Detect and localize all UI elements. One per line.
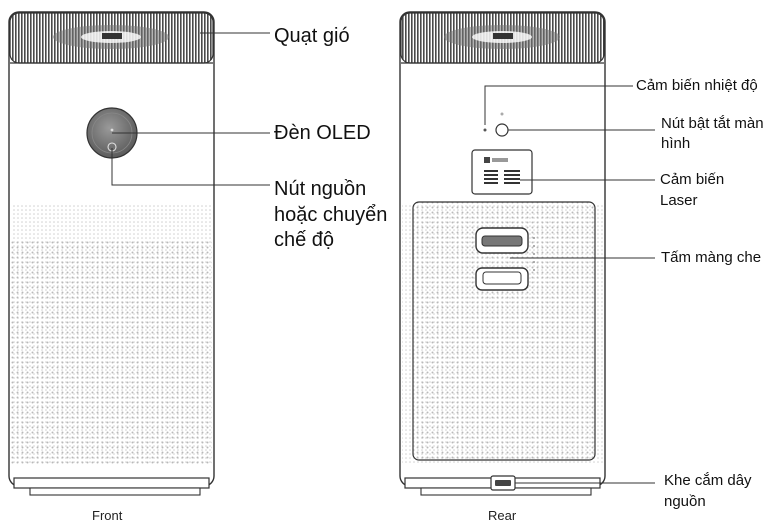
caption-rear: Rear	[488, 508, 517, 523]
label-oled: Đèn OLED	[274, 122, 371, 144]
rear-leader-lines	[484, 85, 655, 484]
front-unit	[8, 11, 270, 496]
temperature-sensor	[483, 128, 487, 132]
rear-fan-grille	[400, 12, 605, 64]
label-power-mode: Nút nguồn hoặc chuyển chế độ	[274, 178, 388, 252]
power-socket	[490, 475, 516, 491]
label-screen-toggle: Nút bật tắt màn hình	[661, 115, 764, 153]
label-fan: Quạt gió	[274, 25, 350, 47]
rear-unit	[399, 11, 655, 496]
filter-cover	[412, 201, 596, 461]
laser-sensor	[471, 149, 533, 195]
label-cover: Tấm màng che	[661, 249, 762, 266]
label-temperature-sensor: Cảm biến nhiệt độ	[636, 77, 758, 94]
label-laser-sensor: Cảm biến Laser	[660, 171, 725, 209]
caption-front: Front	[92, 508, 123, 523]
front-fan-grille	[9, 12, 214, 64]
label-power-socket: Khe cắm dây nguồn	[664, 472, 752, 510]
front-leader-lines	[111, 32, 270, 186]
